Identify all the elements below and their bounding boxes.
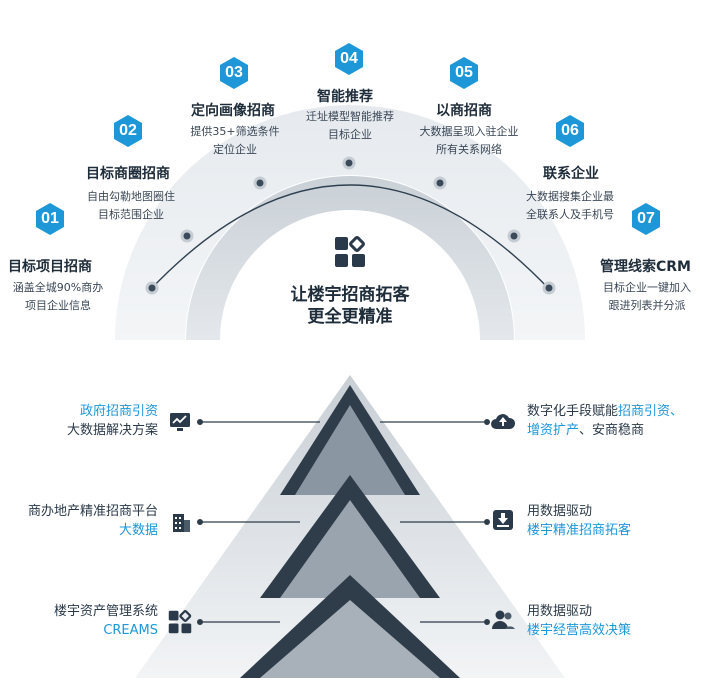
step-badge-07: 07 [629,202,663,236]
left-item-2: 商办地产精准招商平台 大数据 [27,504,158,538]
step-desc-07: 目标企业一键加入跟进列表并分派 [603,281,691,312]
step-title-06: 联系企业 [543,166,599,182]
step-badge-03: 03 [217,56,251,90]
pyramid-graphic [135,375,565,678]
step-badge-05: 05 [447,56,481,90]
left-item-3: 楼宇资产管理系统 CREAMS [53,604,158,638]
step-badge-04: 04 [332,42,366,76]
step-desc-05: 大数据呈现入驻企业所有关系网络 [419,125,519,156]
step-title-01: 目标项目招商 [8,259,92,275]
step-title-03: 定向画像招商 [191,103,275,119]
step-title-02: 目标商圈招商 [86,166,170,182]
building-icon [173,514,190,532]
monitor-chart-icon [170,413,190,431]
right-item-3: 用数据驱动 楼宇经营高效决策 [527,604,632,638]
users-icon [492,610,515,629]
arc-graphic [115,105,585,340]
left-item-1: 政府招商引资 大数据解决方案 [66,404,158,438]
step-desc-03: 提供35+筛选条件定位企业 [190,125,280,156]
right-item-2: 用数据驱动 楼宇精准招商拓客 [527,504,632,538]
step-title-04: 智能推荐 [317,89,373,105]
step-desc-06: 大数据搜集企业最全联系人及手机号 [526,190,614,221]
center-title: 让楼宇招商拓客 更全更精准 [290,285,410,327]
blocks-icon [335,236,365,267]
step-title-05: 以商招商 [436,103,492,119]
step-desc-02: 自由勾勒地图圈住目标范围企业 [87,190,175,221]
step-title-07: 管理线索CRM [600,259,691,275]
arc-dots [145,156,556,295]
right-item-1: 数字化手段赋能招商引资、 增资扩产、安商稳商 [527,404,684,438]
step-badge-01: 01 [33,202,67,236]
step-badge-06: 06 [553,114,587,148]
step-desc-04: 迁址模型智能推荐目标企业 [306,110,394,141]
download-box-icon [493,510,513,530]
step-badge-02: 02 [111,114,145,148]
cloud-upload-icon [491,414,516,429]
step-desc-01: 涵盖全城90%商办项目企业信息 [12,281,104,312]
blocks-icon-small [168,610,192,634]
